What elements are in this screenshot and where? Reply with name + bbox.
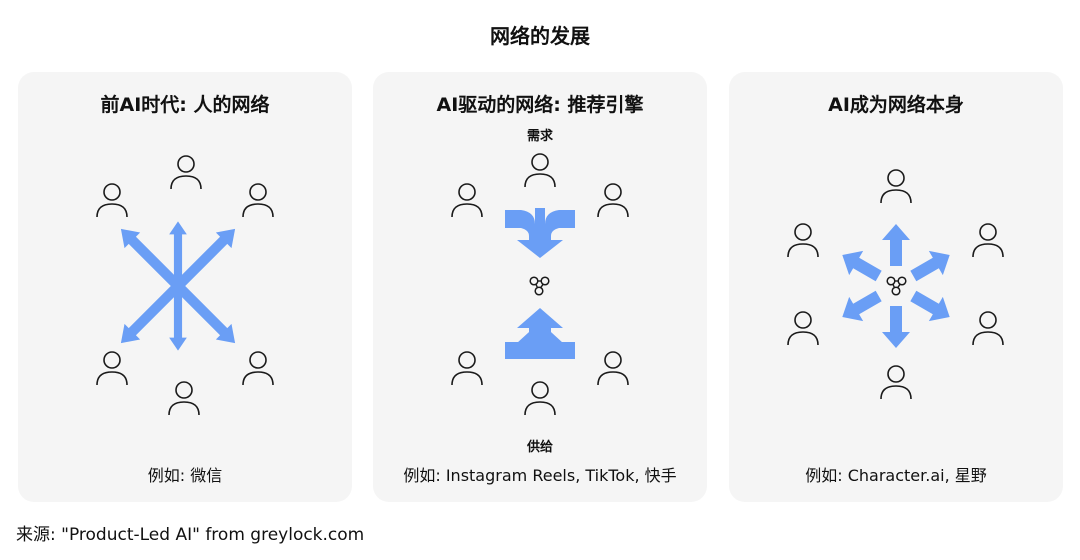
demand-label: 需求	[526, 129, 553, 144]
merge-arrow-down	[505, 208, 575, 258]
person-icon	[168, 381, 200, 416]
human-network-diagram	[96, 155, 274, 416]
panel-example: 例如: Instagram Reels, TikTok, 快手	[403, 466, 677, 485]
recommendation-diagram	[451, 153, 629, 416]
person-icon	[242, 351, 274, 386]
person-icon	[787, 223, 819, 258]
person-icon	[524, 153, 556, 188]
person-icon	[96, 351, 128, 386]
person-icon	[597, 183, 629, 218]
person-icon	[451, 351, 483, 386]
network-node-icon	[529, 276, 550, 296]
merge-arrow-up	[505, 308, 575, 359]
panel-title: AI驱动的网络: 推荐引擎	[436, 94, 644, 116]
person-icon	[880, 169, 912, 204]
ai-network-diagram	[787, 169, 1004, 400]
person-icon	[972, 223, 1004, 258]
page-title: 网络的发展	[490, 24, 590, 48]
source-note: 来源: "Product-Led AI" from greylock.com	[16, 525, 365, 545]
radial-arrows	[835, 224, 957, 348]
person-icon	[787, 311, 819, 346]
person-icon	[96, 183, 128, 218]
panel-human-network: 前AI时代: 人的网络 例如: 微信	[18, 72, 352, 502]
panel-title: AI成为网络本身	[828, 94, 964, 116]
person-icon	[451, 183, 483, 218]
panel-title: 前AI时代: 人的网络	[100, 94, 270, 116]
panel-ai-is-network: AI成为网络本身	[729, 72, 1063, 502]
network-node-icon	[886, 276, 907, 296]
person-icon	[972, 311, 1004, 346]
supply-label: 供给	[526, 440, 553, 455]
panel-example: 例如: 微信	[147, 466, 223, 485]
panel-example: 例如: Character.ai, 星野	[805, 466, 987, 485]
person-icon	[242, 183, 274, 218]
person-icon	[880, 365, 912, 400]
panel-recommendation-engine: AI驱动的网络: 推荐引擎 需求	[373, 72, 707, 502]
person-icon	[170, 155, 202, 190]
person-icon	[597, 351, 629, 386]
person-icon	[524, 381, 556, 416]
six-way-arrow	[113, 221, 243, 351]
